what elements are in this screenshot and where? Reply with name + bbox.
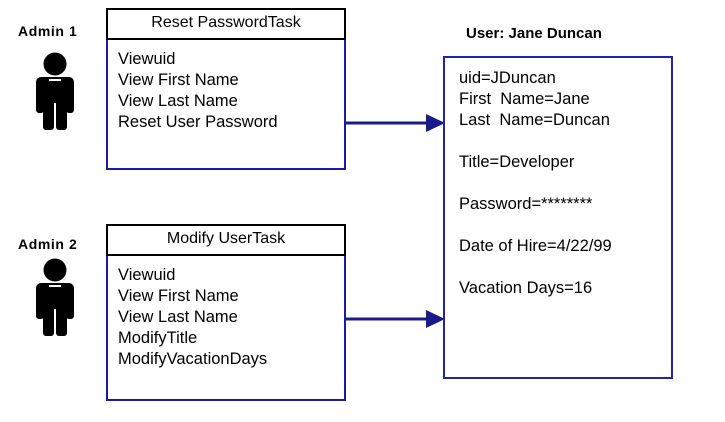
user-record-title: User: Jane Duncan	[466, 25, 602, 42]
user-attr-title: Title=Developer	[459, 153, 575, 171]
task-action-item[interactable]: View First Name	[118, 70, 239, 89]
user-record-box[interactable]: uid=JDuncan First Name=Jane Last Name=Du…	[443, 56, 673, 379]
task-action-item[interactable]: ModifyVacationDays	[118, 349, 268, 368]
person-icon	[26, 52, 84, 130]
task-action-item[interactable]: Viewuid	[118, 265, 176, 284]
task-action-list-modify-user: Viewuid View First Name View Last Name M…	[106, 255, 346, 401]
task-title-modify-user: Modify UserTask	[106, 224, 346, 256]
user-attr-uid: uid=JDuncan	[459, 69, 556, 87]
task-box-modify-user[interactable]: Modify UserTask Viewuid View First Name …	[106, 224, 346, 401]
task-action-item[interactable]: Reset User Password	[118, 112, 278, 131]
user-attr-date-of-hire: Date of Hire=4/22/99	[459, 237, 612, 255]
actor-label-admin-1: Admin 1	[18, 23, 78, 39]
task-title-reset-password: Reset PasswordTask	[106, 8, 346, 40]
task-box-reset-password[interactable]: Reset PasswordTask Viewuid View First Na…	[106, 8, 346, 170]
task-action-item[interactable]: ModifyTitle	[118, 328, 198, 347]
user-attr-last-name: Last Name=Duncan	[459, 111, 610, 129]
actor-label-admin-2: Admin 2	[18, 236, 78, 252]
user-attr-first-name: First Name=Jane	[459, 90, 590, 108]
task-action-item[interactable]: View Last Name	[118, 307, 238, 326]
task-action-item[interactable]: View Last Name	[118, 91, 238, 110]
user-attr-vacation-days: Vacation Days=16	[459, 279, 593, 297]
arrow-reset-password-to-user	[344, 114, 445, 132]
task-action-item[interactable]: View First Name	[118, 286, 239, 305]
task-action-list-reset-password: Viewuid View First Name View Last Name R…	[106, 39, 346, 170]
arrow-modify-user-to-user	[344, 310, 445, 328]
user-attr-password: Password=********	[459, 195, 593, 213]
person-icon	[26, 258, 84, 336]
task-action-item[interactable]: Viewuid	[118, 49, 176, 68]
